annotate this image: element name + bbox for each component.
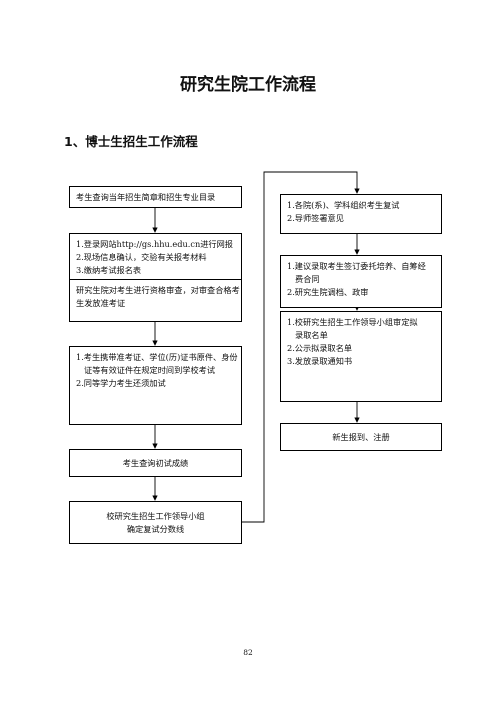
step-text: 2.现场信息确认，交验有关报考材料 <box>76 252 207 262</box>
step-text: 1.校研究生招生工作领导小组审定拟 <box>287 317 418 327</box>
page-number: 82 <box>243 648 253 657</box>
step-text: 3.缴纳考试报名表 <box>76 265 142 275</box>
step-left-3: 研究生院对考生进行资格审查，对审查合格考 生发放准考证 <box>69 279 242 322</box>
step-text: 确定复试分数线 <box>126 523 185 534</box>
step-right-1: 1.各院(系)、学科组织考生复试 2.导师签署意见 <box>280 194 442 234</box>
step-text: 1.考生携带准考证、学位(历)证书原件、身份 <box>76 352 238 362</box>
page-title: 研究生院工作流程 <box>180 75 316 95</box>
step-text: 证等有效证件在规定时间到学校考试 <box>84 365 216 375</box>
step-text: 研究生院对考生进行资格审查，对审查合格考 <box>76 285 240 295</box>
step-text: 1.各院(系)、学科组织考生复试 <box>287 200 400 210</box>
step-text: 考生查询初试成绩 <box>122 457 189 468</box>
section-heading: 1、博士生招生工作流程 <box>64 134 198 149</box>
step-text: 新生报到、注册 <box>332 431 390 442</box>
step-text: 考生查询当年招生简章和招生专业目录 <box>76 192 216 202</box>
step-left-5: 考生查询初试成绩 <box>69 449 242 477</box>
step-left-4: 1.考生携带准考证、学位(历)证书原件、身份 证等有效证件在规定时间到学校考试 … <box>69 346 242 425</box>
step-text: 2.导师签署意见 <box>287 213 344 223</box>
step-text: 2.同等学力考生还须加试 <box>76 378 166 388</box>
step-text: 费合同 <box>295 274 320 284</box>
step-text: 2.公示拟录取名单 <box>287 343 353 353</box>
step-left-1: 考生查询当年招生简章和招生专业目录 <box>69 186 242 208</box>
step-left-2: 1.登录网站http://gs.hhu.edu.cn进行网报 2.现场信息确认，… <box>69 233 242 282</box>
step-text: 录取名单 <box>295 330 328 340</box>
step-right-2: 1.建议录取考生签订委托培养、自筹经 费合同 2.研究生院调档、政审 <box>280 255 442 308</box>
step-text: 2.研究生院调档、政审 <box>287 287 369 297</box>
step-right-4: 新生报到、注册 <box>280 423 442 451</box>
step-text: 1.登录网站http://gs.hhu.edu.cn进行网报 <box>76 239 233 249</box>
step-left-6: 校研究生招生工作领导小组 确定复试分数线 <box>69 501 242 544</box>
step-text: 1.建议录取考生签订委托培养、自筹经 <box>287 261 426 271</box>
step-text: 生发放准考证 <box>76 298 126 308</box>
step-text: 校研究生招生工作领导小组 <box>106 510 205 521</box>
step-text: 3.发放录取通知书 <box>287 356 353 366</box>
connector-left-to-right <box>242 171 360 523</box>
step-right-3: 1.校研究生招生工作领导小组审定拟 录取名单 2.公示拟录取名单 3.发放录取通… <box>280 311 442 402</box>
